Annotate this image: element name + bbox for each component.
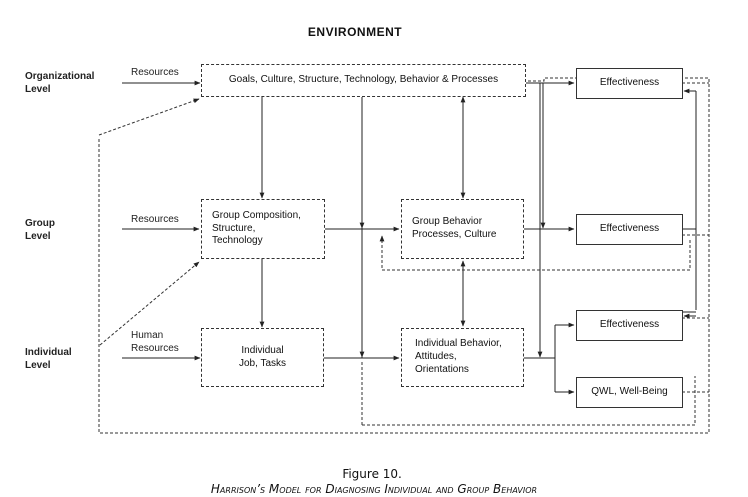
caption-prefix: Figure 10. [342, 467, 402, 481]
diagram-connectors [98, 77, 710, 434]
individual-effectiveness-box: Effectiveness [576, 310, 683, 341]
organizational-level-label: Organizational Level [25, 71, 95, 95]
caption-text: Harrison’s Model for Diagnosing Individu… [210, 482, 538, 496]
feedback-loop-inner [362, 376, 696, 426]
harrison-model-diagram: ENVIRONMENT Organizational Level Group L… [25, 25, 710, 496]
individual-behavior-box: Individual Behavior, Attitudes, Orientat… [401, 328, 524, 387]
org-resources-label: Resources [131, 67, 179, 78]
org-effectiveness-text: Effectiveness [599, 77, 660, 89]
individual-effectiveness-text: Effectiveness [599, 319, 660, 331]
org-goals-text: Goals, Culture, Structure, Technology, B… [228, 74, 499, 86]
individual-job-text: Individual Job, Tasks [238, 344, 287, 369]
feedback-loop-outer [98, 77, 710, 434]
individual-job-box: Individual Job, Tasks [201, 328, 324, 387]
individual-behavior-text: Individual Behavior, Attitudes, Orientat… [415, 338, 502, 375]
arrow-loop-to-composition [99, 261, 200, 346]
individual-level-label: Individual Level [25, 347, 72, 371]
group-effectiveness-box: Effectiveness [576, 214, 683, 245]
org-goals-box: Goals, Culture, Structure, Technology, B… [201, 64, 526, 97]
environment-title: ENVIRONMENT [307, 25, 403, 39]
arrow-loop-to-org [98, 98, 200, 136]
qwl-box: QWL, Well-Being [576, 377, 683, 408]
qwl-text: QWL, Well-Being [591, 386, 668, 398]
figure-caption: Figure 10. Harrison’s Model for Diagnosi… [0, 452, 748, 497]
group-behavior-text: Group Behavior Processes, Culture [412, 216, 497, 240]
group-resources-label: Resources [131, 214, 179, 225]
group-level-label: Group Level [25, 218, 55, 242]
group-behavior-box: Group Behavior Processes, Culture [401, 199, 524, 259]
feedback-loop-group [379, 235, 691, 271]
group-effectiveness-text: Effectiveness [599, 223, 660, 235]
group-composition-box: Group Composition, Structure, Technology [201, 199, 325, 259]
org-effectiveness-box: Effectiveness [576, 68, 683, 99]
group-composition-text: Group Composition, Structure, Technology [212, 209, 301, 247]
human-resources-label: Human Resources [131, 330, 179, 354]
